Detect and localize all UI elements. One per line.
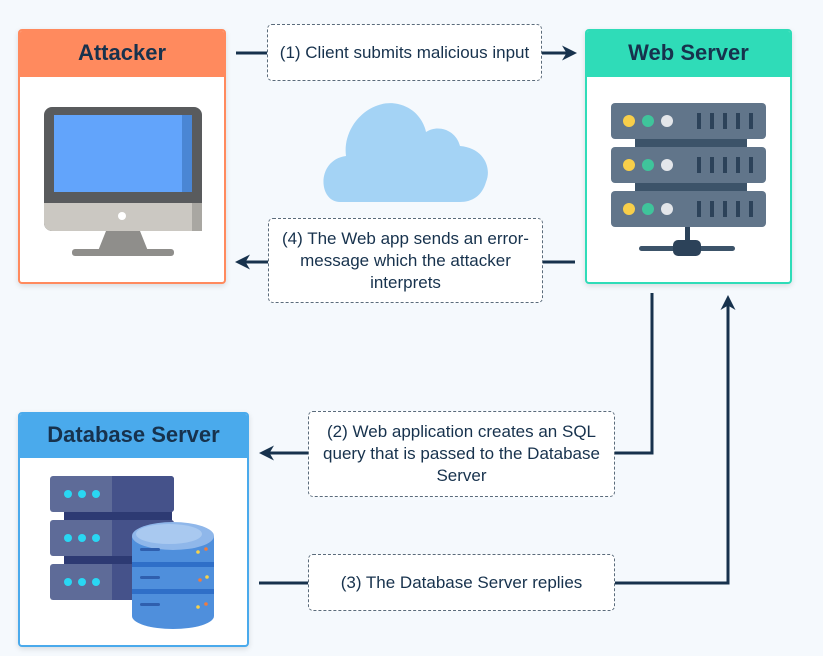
step-1-label: (1) Client submits malicious input xyxy=(267,24,542,81)
web-server-title: Web Server xyxy=(587,31,790,77)
desktop-monitor-icon xyxy=(44,107,202,256)
database-server-title: Database Server xyxy=(20,414,247,458)
server-rack-icon xyxy=(611,103,766,256)
arrow-step-2-right xyxy=(615,293,654,455)
step-4-label: (4) The Web app sends an error-message w… xyxy=(268,218,543,303)
database-server-icon xyxy=(50,476,214,629)
step-2-label: (2) Web application creates an SQL query… xyxy=(308,411,615,497)
attacker-node[interactable]: Attacker xyxy=(18,29,226,284)
arrow-step-3-right xyxy=(615,295,736,585)
database-server-node[interactable]: Database Server xyxy=(18,412,249,647)
attacker-title: Attacker xyxy=(20,31,224,77)
web-server-node[interactable]: Web Server xyxy=(585,29,792,284)
step-3-label: (3) The Database Server replies xyxy=(308,554,615,611)
cloud-icon xyxy=(323,103,488,202)
